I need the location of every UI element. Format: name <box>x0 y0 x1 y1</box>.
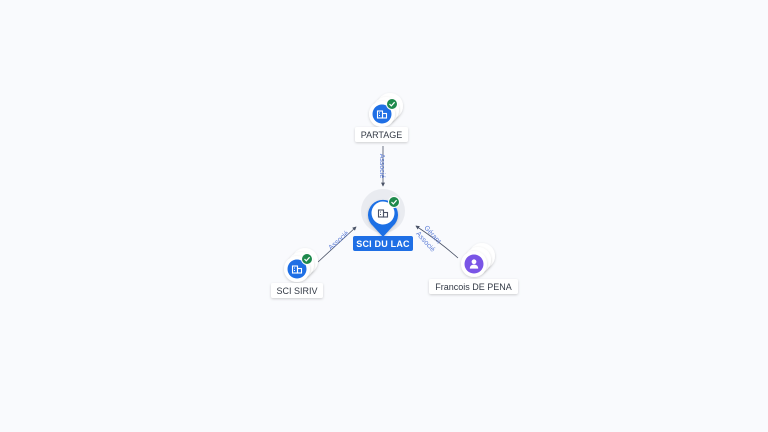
verified-icon <box>388 196 400 208</box>
node-label-sci-siriv: SCI SIRIV <box>276 286 317 296</box>
edge-siriv-center: Associé <box>317 226 357 263</box>
node-center-sci-du-lac[interactable]: SCI DU LAC <box>353 189 413 251</box>
building-icon <box>377 209 389 218</box>
verified-icon <box>386 98 398 110</box>
verified-icon <box>301 253 313 265</box>
building-icon <box>376 110 388 119</box>
building-icon <box>291 265 303 274</box>
edge-partage-center: Associé <box>378 146 385 187</box>
edge-label-siriv: Associé <box>328 230 351 252</box>
edge-pena-center: Gérant Associé <box>414 225 459 259</box>
node-sci-siriv[interactable]: SCI SIRIV <box>271 248 323 298</box>
node-label-francois-de-pena: Francois DE PENA <box>435 282 512 292</box>
edge-label-partage: Associé <box>378 154 385 179</box>
person-icon <box>469 259 479 269</box>
node-label-partage: PARTAGE <box>361 130 403 140</box>
center-node-label: SCI DU LAC <box>356 239 410 249</box>
node-partage[interactable]: PARTAGE <box>355 93 408 142</box>
node-francois-de-pena[interactable]: Francois DE PENA <box>429 243 518 294</box>
